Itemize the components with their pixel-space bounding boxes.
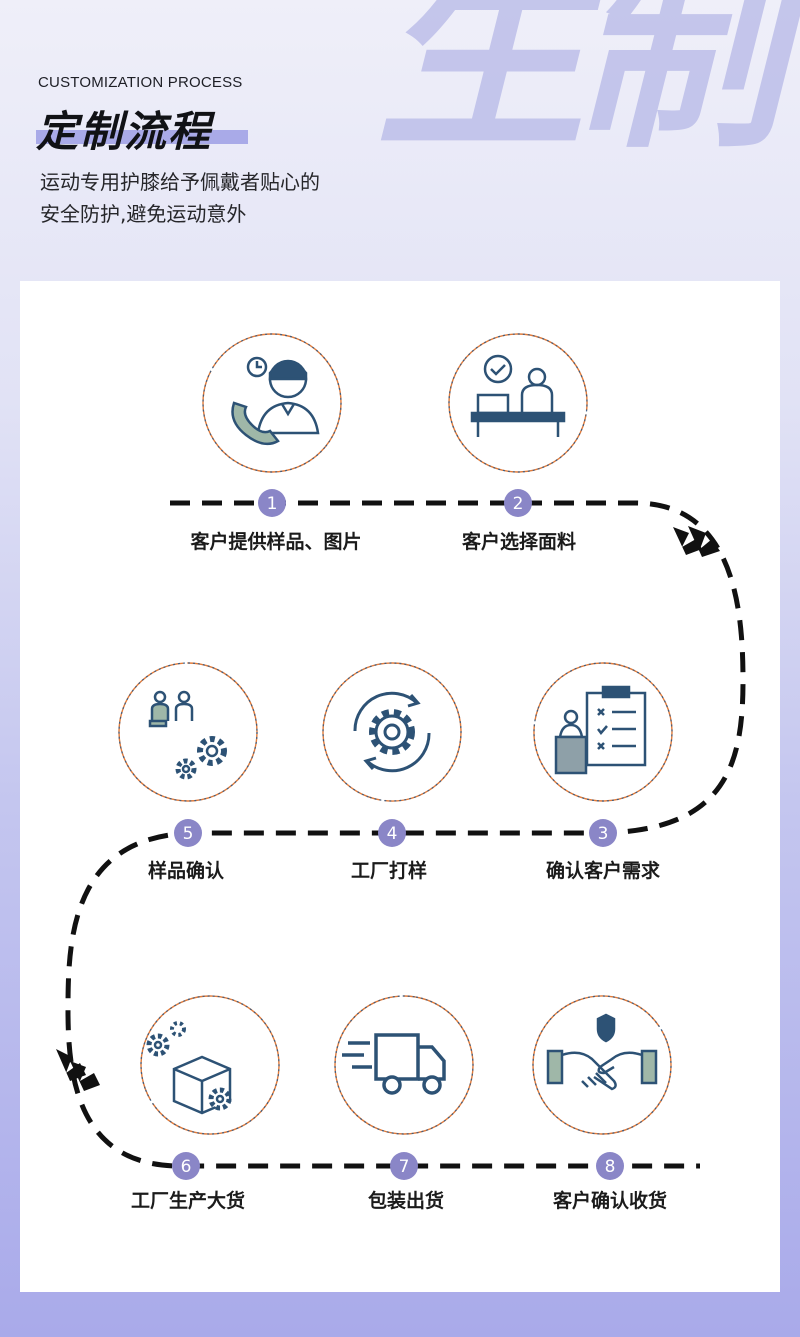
step-badge-6: 6 <box>172 1152 200 1180</box>
step-4-label: 工厂打样 <box>350 860 428 882</box>
step-3-circle <box>533 662 673 802</box>
section-title-block: 定制流程 <box>36 98 248 159</box>
people-gears-icon <box>148 690 227 780</box>
step-badge-2: 2 <box>504 489 532 517</box>
step-6-label: 工厂生产大货 <box>130 1190 246 1212</box>
svg-text:1: 1 <box>267 494 278 514</box>
svg-text:8: 8 <box>605 1157 616 1177</box>
step-badge-7: 7 <box>390 1152 418 1180</box>
gear-cycle-icon <box>353 691 431 773</box>
description-line-2: 安全防护,避免运动意外 <box>40 202 247 226</box>
flow-arrows <box>56 526 720 1091</box>
section-subtitle-en: CUSTOMIZATION PROCESS <box>38 74 243 91</box>
arrow-chevron-icon <box>688 526 720 557</box>
step-badge-1: 1 <box>258 489 286 517</box>
step-badges: 1 2 5 4 3 6 7 8 <box>172 489 624 1180</box>
step-badge-8: 8 <box>596 1152 624 1180</box>
step-2-label: 客户选择面料 <box>461 531 577 553</box>
svg-text:3: 3 <box>598 824 609 844</box>
truck-icon <box>342 1033 446 1095</box>
background-title-char: 生制 <box>375 0 784 177</box>
box-gear-icon <box>146 1021 232 1115</box>
svg-text:4: 4 <box>387 824 398 844</box>
section-description: 运动专用护膝给予佩戴者贴心的 安全防护,避免运动意外 <box>40 166 320 230</box>
step-6-circle <box>140 995 280 1135</box>
desk-check-icon <box>470 354 566 437</box>
arrow-chevron-icon <box>70 1061 100 1091</box>
description-line-1: 运动专用护膝给予佩戴者贴心的 <box>40 170 320 194</box>
step-1-label: 客户提供样品、图片 <box>190 531 362 553</box>
handshake-icon <box>546 1013 658 1091</box>
svg-text:2: 2 <box>513 494 524 514</box>
phone-agent-icon <box>231 356 320 446</box>
process-flow-svg: 1 2 5 4 3 6 7 8 <box>56 333 746 1180</box>
step-badge-3: 3 <box>589 819 617 847</box>
svg-text:5: 5 <box>183 824 194 844</box>
step-badge-4: 4 <box>378 819 406 847</box>
step-5-label: 样品确认 <box>147 860 225 882</box>
clipboard-icon <box>554 685 647 775</box>
title-highlight-bar <box>36 130 248 144</box>
step-3-label: 确认客户需求 <box>545 860 661 882</box>
step-8-circle <box>532 995 672 1135</box>
svg-text:6: 6 <box>181 1157 192 1177</box>
step-4-circle <box>322 662 462 802</box>
step-5-circle <box>118 662 258 802</box>
step-1-circle <box>202 333 342 473</box>
step-7-circle <box>334 995 474 1135</box>
step-7-label: 包装出货 <box>367 1190 445 1212</box>
section-title: 定制流程 <box>36 107 213 156</box>
step-badge-5: 5 <box>174 819 202 847</box>
step-8-label: 客户确认收货 <box>552 1190 668 1212</box>
process-card: 1 2 5 4 3 6 7 8 客户提供样品、图片 客户选择面料 样品确认 工厂… <box>20 281 780 1292</box>
svg-text:7: 7 <box>399 1157 410 1177</box>
arrow-chevron-icon <box>673 527 702 555</box>
step-2-circle <box>448 333 588 473</box>
